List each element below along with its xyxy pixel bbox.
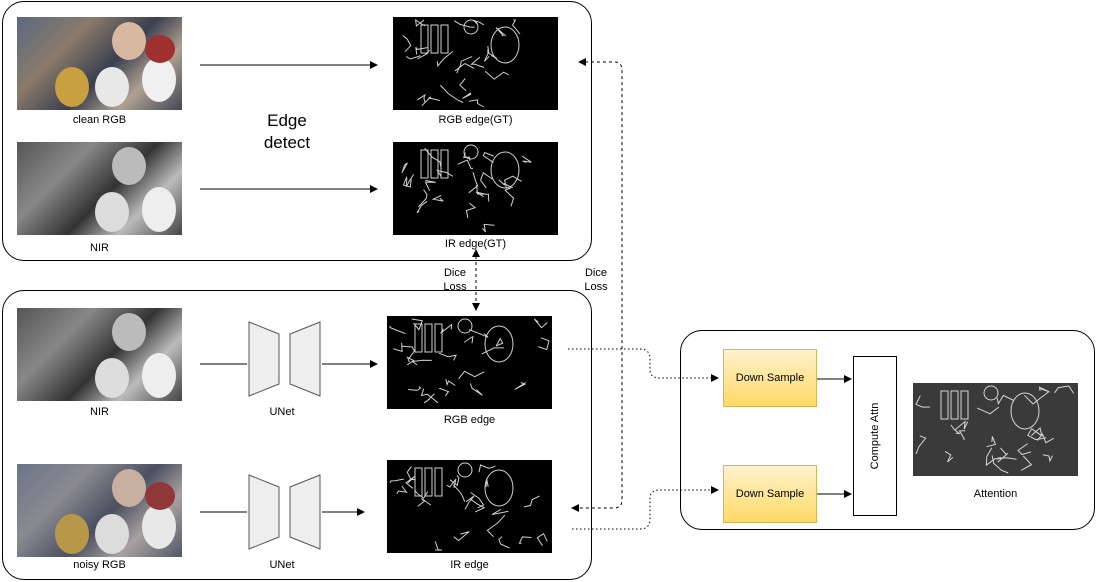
clean-rgb-label: clean RGB (72, 114, 127, 126)
dice-loss-right-line2: Loss (584, 281, 608, 293)
dice-loss-right-line1: Dice (584, 267, 607, 279)
unet-bottom-decoder (289, 474, 321, 550)
unet-top-decoder (289, 321, 321, 397)
rgb-edge-gt-label: RGB edge(GT) (438, 114, 513, 126)
dice-loss-right-label: Dice Loss (571, 266, 621, 294)
nir-image-top (17, 142, 182, 235)
dice-loss-center-label: Dice Loss (430, 266, 480, 294)
dice-loss-center-line2: Loss (443, 281, 467, 293)
down-sample-top: Down Sample (723, 349, 817, 407)
unet-top-label: UNet (269, 406, 295, 418)
dice-loss-center-line1: Dice (443, 267, 466, 279)
nir-image-bottom (17, 308, 182, 401)
noisy-rgb-image (17, 464, 182, 557)
dotted-ir-edge-to-downsample (572, 486, 719, 530)
compute-attn-box: Compute Attn (853, 356, 897, 516)
dotted-rgb-edge-to-downsample (568, 348, 719, 382)
edge-detect-line1: Edge (267, 111, 307, 130)
unet-top-encoder (248, 321, 280, 397)
ir-edge-label: IR edge (450, 559, 489, 571)
edge-detect-line2: detect (263, 133, 311, 152)
rgb-edge-label: RGB edge (443, 414, 496, 426)
nir-label-top: NIR (90, 242, 109, 254)
ir-edge-gt-label: IR edge(GT) (444, 238, 507, 250)
down-sample-bottom: Down Sample (723, 465, 817, 523)
unet-bottom-encoder (248, 474, 280, 550)
unet-bottom-label: UNet (269, 559, 295, 571)
nir-label-bottom: NIR (90, 406, 109, 418)
noisy-rgb-label: noisy RGB (73, 559, 126, 571)
attention-label: Attention (973, 488, 1018, 500)
dice-loss-right-arrow (571, 58, 623, 512)
edge-detect-label: Edge detect (237, 110, 337, 154)
clean-rgb-image (17, 17, 182, 110)
